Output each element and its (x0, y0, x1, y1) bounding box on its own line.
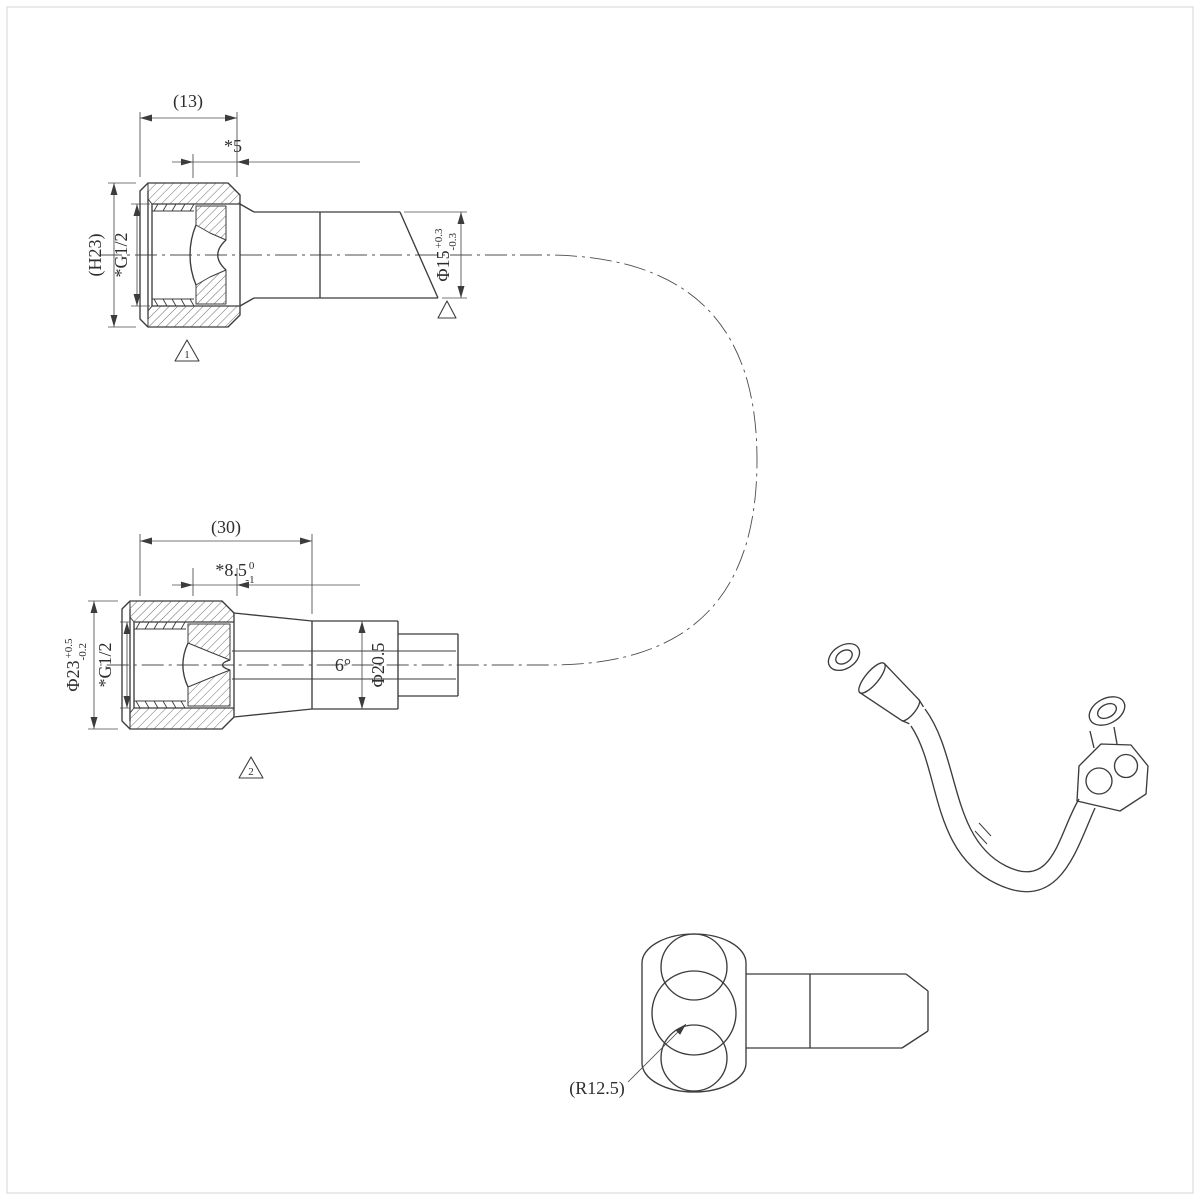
dim-h23 (108, 182, 136, 328)
dim-phi23-label: Φ23+0.5-0.2 (63, 638, 89, 692)
top-fitting-section-view (139, 182, 439, 328)
hose-assembly-pictorial (827, 642, 1149, 893)
dim-h23-label: (H23) (85, 234, 106, 277)
gasket-washer-left (827, 642, 861, 672)
note-flag-2-triangle (238, 756, 264, 779)
dim-r12-5-leader (627, 1023, 687, 1083)
hose-nut (1076, 743, 1149, 812)
dim-g12-top (131, 203, 150, 307)
dim-cone-angle-label: 6° (335, 655, 351, 675)
dim-5-label: *5 (224, 136, 242, 156)
note-flag-1-triangle (174, 339, 200, 362)
dim-r12-5-label: (R12.5) (569, 1078, 625, 1099)
dim-phi15 (404, 211, 467, 299)
dim-13 (139, 112, 238, 177)
dim-phi15-label: Φ15+0.3-0.3 (433, 228, 459, 282)
dim-phi20-5-label: Φ20.5 (368, 643, 388, 688)
dim-30 (139, 534, 313, 614)
note-flag-tube-triangle (437, 300, 457, 319)
dim-g12-middle-label: *G1/2 (95, 643, 115, 688)
drawing-border (6, 6, 1194, 1194)
dim-30-label: (30) (211, 517, 241, 538)
note-flag-1-number: 1 (184, 349, 190, 361)
dim-5 (172, 154, 360, 178)
dim-13-label: (13) (173, 91, 203, 112)
hose-centerline (100, 254, 758, 666)
dim-phi23 (88, 600, 118, 730)
note-flag-2-number: 2 (248, 766, 254, 778)
elbow-fitting-view (641, 933, 929, 1093)
dim-8-5 (172, 568, 360, 596)
dim-g12-middle (120, 621, 131, 709)
hose-end-fitting (858, 662, 925, 725)
hose-tube (924, 708, 1080, 873)
dim-g12-top-label: *G1/2 (111, 233, 131, 278)
gasket-washer-right (1088, 696, 1126, 726)
